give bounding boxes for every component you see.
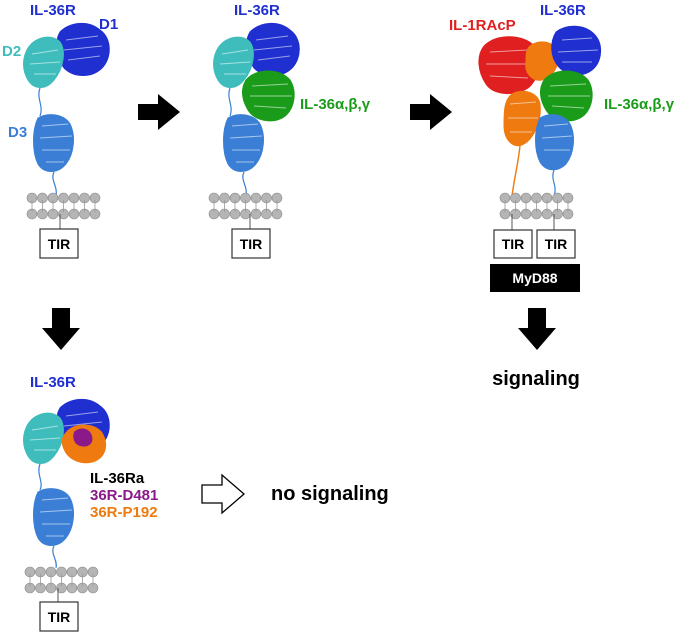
transmembrane-stalk — [52, 545, 57, 569]
arrow-right-2 — [410, 94, 452, 130]
signaling-outcome: signaling — [492, 368, 580, 390]
tir-box — [231, 228, 271, 259]
il1racp-stalk — [511, 145, 521, 197]
d3-label: D3 — [8, 124, 27, 141]
d1-domain — [56, 23, 110, 76]
panel-receptor-alone: IL-36R D1 D2 D3 TIR — [2, 2, 118, 259]
no-signaling-outcome: no signaling — [271, 483, 389, 505]
tir-label: TIR — [48, 609, 71, 625]
myd88-box — [490, 264, 580, 292]
d1-domain — [551, 25, 601, 76]
membrane — [26, 192, 101, 220]
agonist-ligand — [241, 70, 295, 122]
il1racp-domain — [478, 36, 540, 94]
tir-label-right: TIR — [545, 236, 568, 252]
d2-d3-linker — [38, 463, 42, 491]
membrane — [24, 566, 99, 594]
d3-domain — [223, 114, 264, 172]
d2-label: D2 — [2, 43, 21, 60]
tir-box-right — [536, 229, 576, 259]
tir-label-left: TIR — [502, 236, 525, 252]
d2-d3-linker — [228, 87, 232, 117]
tir-box-left — [493, 229, 533, 259]
arrow-right-1 — [138, 94, 180, 130]
d1-label: D1 — [99, 16, 118, 33]
panel-antagonist-bound: IL-36R TIR IL-36Ra 36R-D481 36R — [23, 374, 389, 632]
d1-domain — [246, 23, 300, 76]
transmembrane-stalk — [242, 171, 247, 197]
d2-domain — [23, 412, 64, 464]
agonist-ligand — [539, 70, 593, 122]
il1racp-lower-domain — [503, 90, 541, 147]
panel-receptor-agonist: IL-36R TIR IL-36α,β,γ — [208, 2, 371, 259]
il36r-title: IL-36R — [30, 374, 76, 391]
ligand-label: IL-36α,β,γ — [300, 96, 371, 113]
il36r-title: IL-36R — [234, 2, 280, 19]
tir-label: TIR — [240, 236, 263, 252]
tir-label: TIR — [48, 236, 71, 252]
coreceptor-label: IL-1RAcP — [449, 17, 516, 34]
panel-ternary-complex: IL-1RAcP IL-36R — [449, 2, 675, 390]
tir-box — [39, 228, 79, 259]
arrow-right-open — [201, 473, 245, 515]
il36r-title: IL-36R — [540, 2, 586, 19]
d3-domain — [33, 488, 74, 546]
tir-box — [39, 601, 79, 632]
d2-domain — [23, 36, 64, 88]
antagonist-binder — [61, 424, 107, 464]
myd88-label: MyD88 — [512, 270, 557, 286]
transmembrane-stalk — [552, 169, 556, 197]
transmembrane-stalk — [52, 171, 57, 197]
d2-d3-linker — [38, 87, 42, 117]
il36r-title: IL-36R — [30, 2, 76, 19]
d3-domain — [33, 114, 74, 172]
arrow-down-signaling — [518, 308, 556, 350]
d2-domain — [213, 36, 254, 88]
membrane — [499, 192, 574, 220]
binder-label-il36ra: IL-36Ra — [90, 470, 145, 487]
binder-label-p192: 36R-P192 — [90, 504, 158, 521]
d3-domain — [535, 114, 574, 171]
arrow-down-1 — [42, 308, 80, 350]
membrane — [208, 192, 283, 220]
binder-label-d481: 36R-D481 — [90, 487, 158, 504]
ligand-label: IL-36α,β,γ — [604, 96, 675, 113]
